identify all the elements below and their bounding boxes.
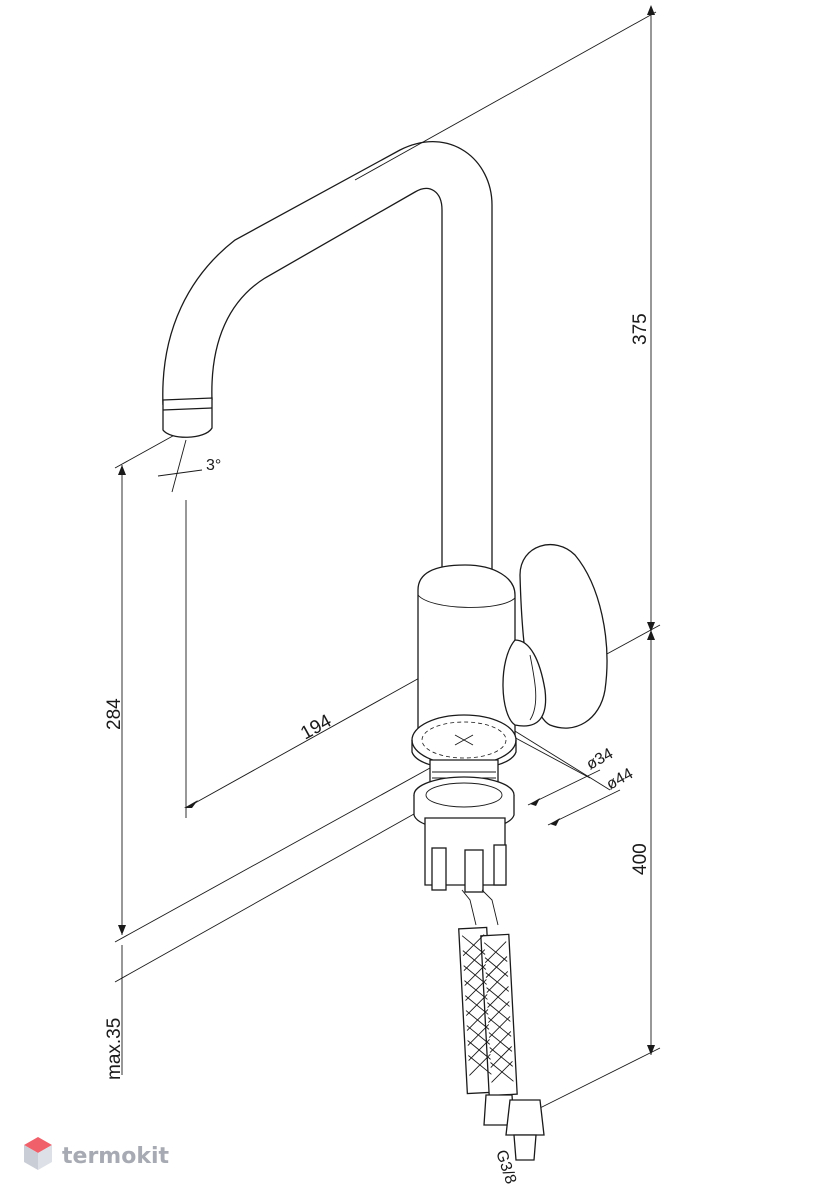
termokit-logo-icon <box>24 1137 52 1170</box>
dimension-lines <box>114 5 661 1109</box>
dim-400: 400 <box>630 843 651 875</box>
watermark: termokit <box>24 1137 169 1170</box>
dim-max-35: max.35 <box>104 1018 125 1080</box>
faucet-body <box>162 141 608 1161</box>
dim-284: 284 <box>104 698 125 730</box>
dim-194: 194 <box>297 710 335 744</box>
dim-375: 375 <box>630 313 651 345</box>
dim-diameter-34: ø34 <box>584 745 616 773</box>
watermark-brand-text: termokit <box>62 1144 169 1169</box>
dim-angle: 3° <box>206 457 221 474</box>
dim-diameter-44: ø44 <box>604 765 636 793</box>
dimension-labels: 375 400 284 max.35 194 3° ø34 ø44 G3/8 <box>104 313 651 1186</box>
